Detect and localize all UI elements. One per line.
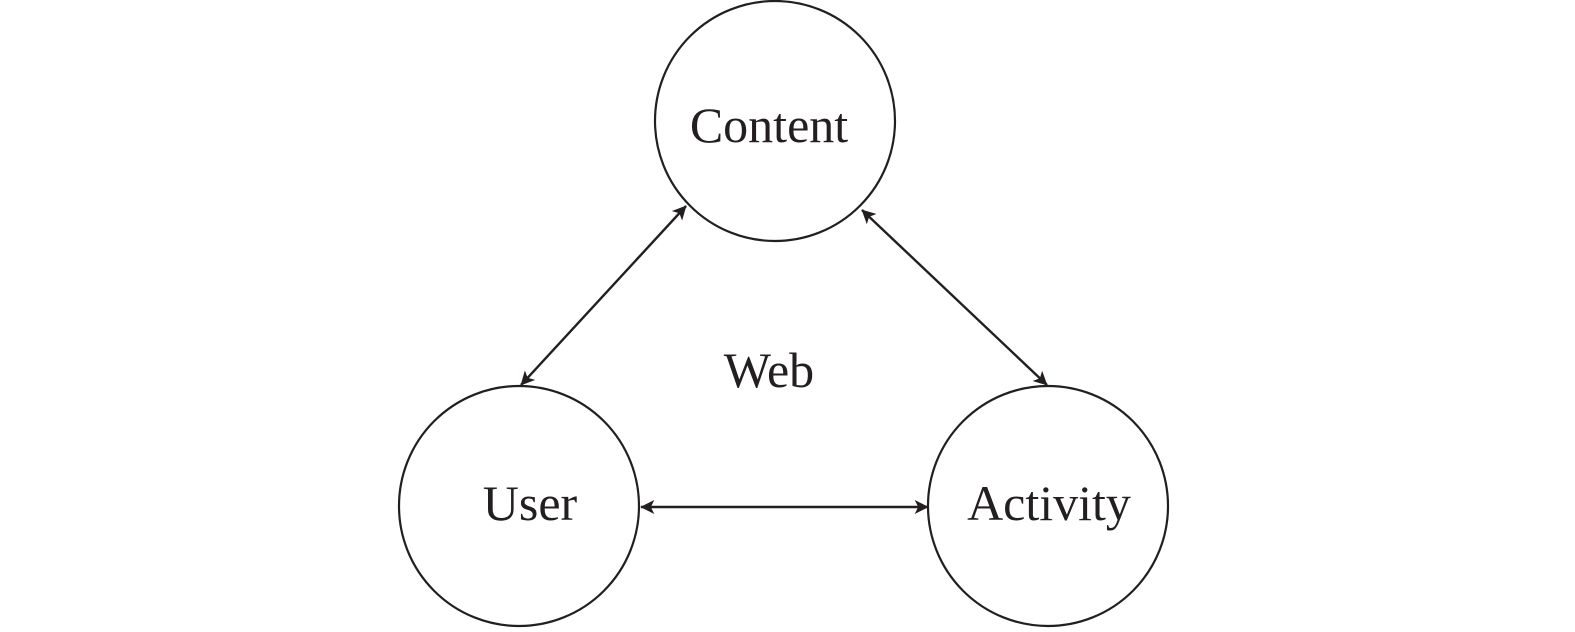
node-activity-label: Activity (967, 475, 1131, 531)
node-activity-circle (926, 384, 1170, 628)
edge-content-user (520, 205, 687, 386)
node-activity: Activity (926, 384, 1170, 628)
node-user-label: User (483, 475, 578, 531)
node-user-circle (397, 384, 641, 628)
edge-content-activity (861, 209, 1048, 386)
node-content: Content (653, 0, 897, 243)
center-label: Web (724, 342, 814, 398)
node-content-circle (653, 0, 897, 243)
node-content-label: Content (690, 97, 848, 153)
node-user: User (397, 384, 641, 628)
